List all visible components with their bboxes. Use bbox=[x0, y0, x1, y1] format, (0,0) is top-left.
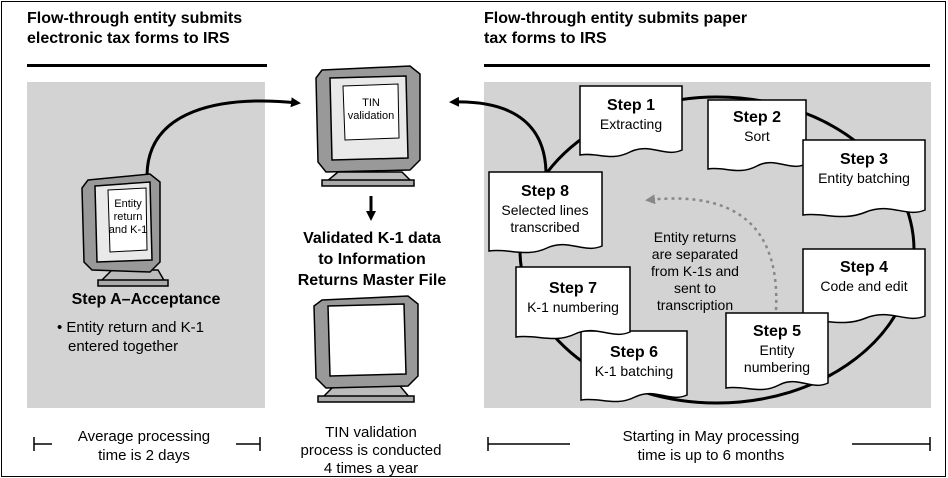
step-3-doc bbox=[802, 139, 926, 218]
step-a-bullet: • Entity return and K-1 entered together bbox=[57, 319, 204, 355]
footer-brackets bbox=[33, 437, 931, 451]
right-header-rule bbox=[484, 64, 930, 67]
step-6-doc bbox=[580, 330, 688, 403]
step-a-title: Step A–Acceptance bbox=[71, 291, 221, 308]
irmf-computer-icon bbox=[313, 295, 419, 403]
entity-computer-icon bbox=[81, 173, 169, 287]
separation-dotted-arrow bbox=[645, 194, 778, 311]
step-7-doc bbox=[515, 266, 631, 340]
step-5-doc bbox=[725, 312, 829, 391]
paper-to-tin-arrow bbox=[449, 96, 548, 173]
electronic-to-tin-arrow bbox=[145, 97, 301, 176]
step-8-doc bbox=[488, 171, 603, 254]
left-header-rule bbox=[27, 64, 267, 67]
step-2-doc bbox=[707, 99, 807, 172]
tin-computer-icon bbox=[315, 65, 421, 187]
step-1-doc bbox=[579, 85, 683, 158]
